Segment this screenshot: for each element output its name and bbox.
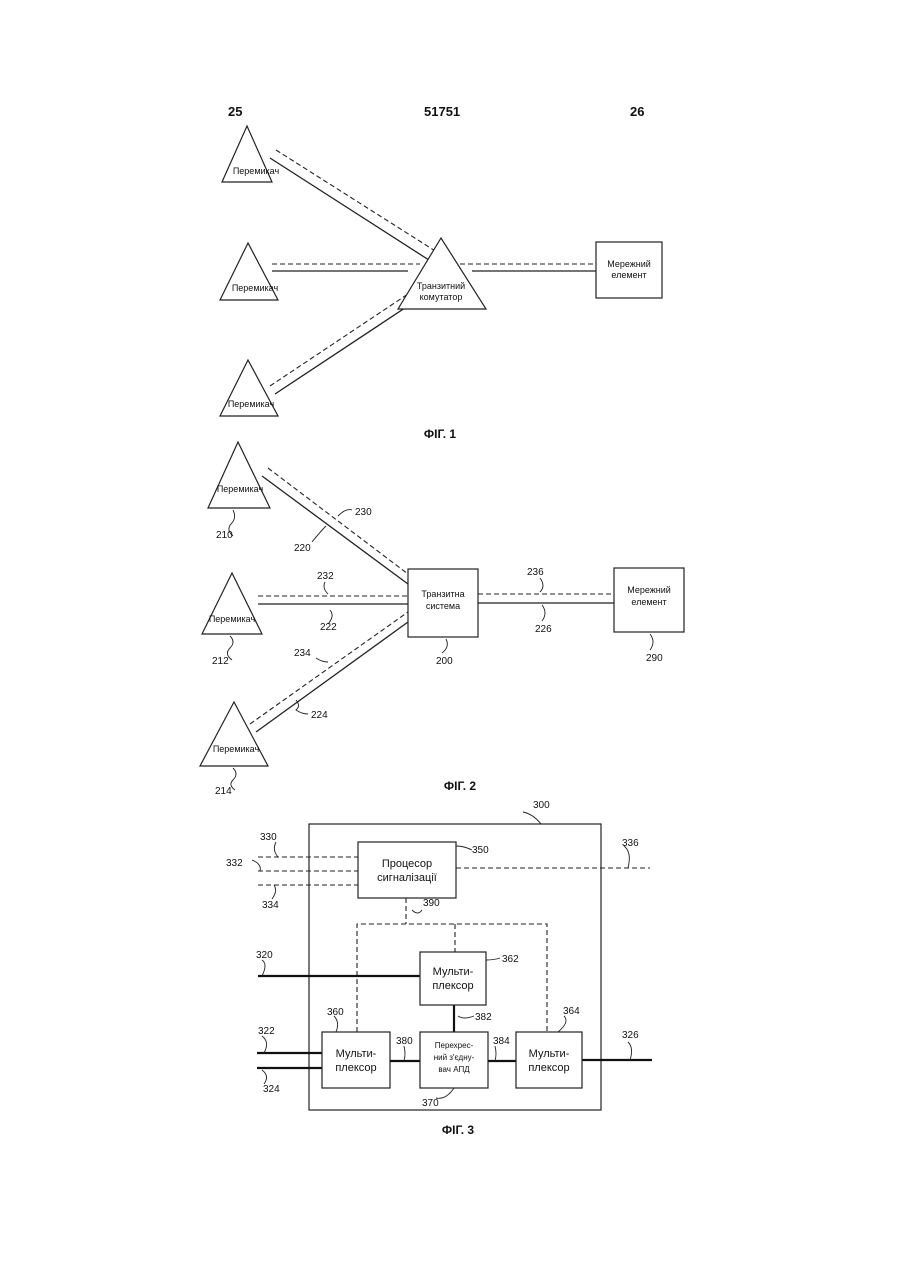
fig2-leader-230 (338, 510, 352, 516)
fig2-leader-290 (650, 634, 653, 650)
fig3-mux-364 (516, 1032, 582, 1088)
fig2-leader-220 (312, 526, 326, 542)
fig2-ref-222: 222 (320, 622, 337, 633)
fig3-ref-380: 380 (396, 1036, 413, 1047)
fig2-ref-220: 220 (294, 543, 311, 554)
fig3-leader-322 (262, 1036, 267, 1053)
fig3-ref-384: 384 (493, 1036, 510, 1047)
fig2-leader-232 (324, 582, 328, 594)
fig1-switch-top-label: Перемикач (233, 166, 280, 176)
fig2-transit-label-1: Транзитна (421, 589, 464, 599)
fig3-sp-label-1: Процесор (382, 858, 432, 870)
fig2-link-220 (262, 476, 408, 584)
fig3-xc-label-1: Перехрес- (435, 1041, 474, 1050)
fig2-ref-214: 214 (215, 786, 232, 797)
fig3-leader-320 (262, 960, 265, 976)
fig1-link-bot-dashed (270, 290, 414, 386)
fig3-leader-330 (274, 842, 278, 857)
fig3-ref-364: 364 (563, 1006, 580, 1017)
fig3-leader-336 (624, 846, 629, 868)
fig3-ref-334: 334 (262, 900, 279, 911)
fig2-ne-label-2: елемент (631, 597, 666, 607)
fig2-leader-200 (442, 639, 447, 653)
fig3-leader-334 (272, 885, 276, 899)
figure-3: Процесор сигналізації Мульти- плексор Му… (226, 800, 652, 1137)
fig3-ref-322: 322 (258, 1026, 275, 1037)
fig2-ref-212: 212 (212, 656, 229, 667)
fig2-switch-214 (200, 702, 268, 766)
fig3-ref-360: 360 (327, 1007, 344, 1018)
fig2-leader-236 (540, 578, 543, 592)
fig3-signaling-processor (358, 842, 456, 898)
fig3-ref-320: 320 (256, 950, 273, 961)
fig3-ref-362: 362 (502, 954, 519, 965)
fig3-mux360-label-2: плексор (335, 1062, 376, 1074)
fig3-leader-324 (262, 1070, 267, 1084)
fig2-link-230 (268, 468, 408, 574)
fig1-ne-label-1: Мережний (607, 259, 651, 269)
fig2-ref-290: 290 (646, 653, 663, 664)
fig3-xc-label-3: вач АПД (438, 1065, 470, 1074)
fig2-ref-236: 236 (527, 567, 544, 578)
fig3-sp-label-2: сигналізації (377, 872, 437, 884)
fig2-leader-226 (542, 605, 545, 621)
fig3-mux360-label-1: Мульти- (336, 1048, 377, 1060)
fig1-caption: ФІГ. 1 (424, 427, 457, 441)
fig3-ref-324: 324 (263, 1084, 280, 1095)
fig3-ref-370: 370 (422, 1098, 439, 1109)
fig2-switch-214-label: Перемикач (213, 744, 260, 754)
fig3-mux364-label-2: плексор (528, 1062, 569, 1074)
fig3-mux-362 (420, 952, 486, 1005)
fig1-switch-mid-label: Перемикач (232, 283, 279, 293)
fig1-transit-label-1: Транзитний (417, 281, 465, 291)
fig2-switch-212 (202, 573, 262, 634)
fig2-leader-234 (316, 658, 328, 662)
fig3-ref-390: 390 (423, 898, 440, 909)
fig2-caption: ФІГ. 2 (444, 779, 477, 793)
fig2-leader-224 (296, 700, 308, 714)
fig3-ref-326: 326 (622, 1030, 639, 1041)
fig3-leader-332 (252, 860, 260, 871)
fig3-ref-300: 300 (533, 800, 550, 811)
fig2-ne-label-1: Мережний (627, 585, 671, 595)
fig2-switch-210 (208, 442, 270, 508)
fig1-ne-label-2: елемент (611, 270, 646, 280)
fig2-transit-label-2: система (426, 601, 460, 611)
fig3-mux362-label-1: Мульти- (433, 966, 474, 978)
fig2-ref-200: 200 (436, 656, 453, 667)
fig2-ref-224: 224 (311, 710, 328, 721)
figure-1: Перемикач Перемикач Перемикач Транзитний… (220, 126, 662, 441)
fig1-link-top-solid (270, 158, 432, 262)
fig1-link-top-dashed (276, 150, 440, 254)
fig3-mux-360 (322, 1032, 390, 1088)
fig3-xc-label-2: ний з'єдну- (434, 1053, 475, 1062)
fig1-link-bot-solid (275, 298, 420, 394)
fig1-transit-label-2: комутатор (420, 292, 463, 302)
fig3-ref-350: 350 (472, 845, 489, 856)
fig3-ref-330: 330 (260, 832, 277, 843)
fig2-switch-210-label: Перемикач (217, 484, 264, 494)
figure-2: Перемикач Перемикач Перемикач Транзитна … (200, 442, 684, 797)
fig2-ref-226: 226 (535, 624, 552, 635)
fig2-ref-232: 232 (317, 571, 334, 582)
fig3-leader-326 (628, 1042, 632, 1060)
fig1-switch-bot-label: Перемикач (228, 399, 275, 409)
fig3-mux364-label-1: Мульти- (529, 1048, 570, 1060)
fig3-ref-332: 332 (226, 858, 243, 869)
fig2-ref-210: 210 (216, 530, 233, 541)
fig3-ref-336: 336 (622, 838, 639, 849)
fig2-ref-234: 234 (294, 648, 311, 659)
fig2-link-224 (256, 622, 408, 732)
fig3-leader-300 (523, 812, 541, 824)
fig3-mux362-label-2: плексор (432, 980, 473, 992)
fig3-caption: ФІГ. 3 (442, 1123, 475, 1137)
fig2-switch-212-label: Перемикач (209, 614, 256, 624)
fig2-ref-230: 230 (355, 507, 372, 518)
fig3-ref-382: 382 (475, 1012, 492, 1023)
